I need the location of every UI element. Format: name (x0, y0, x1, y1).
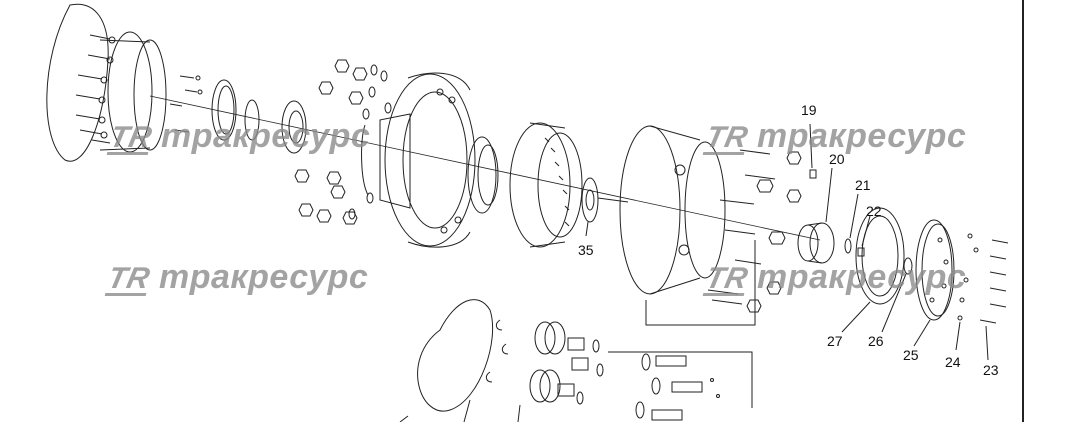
callout-26: 26 (868, 333, 884, 349)
watermark-logo: TR (104, 262, 153, 296)
hub-housing (361, 72, 476, 248)
frame-border (1022, 0, 1024, 422)
callout-22: 22 (866, 203, 882, 219)
callout-35: 35 (578, 242, 594, 258)
cover-plate-25 (913, 219, 955, 347)
watermark-logo: TR (702, 262, 751, 296)
callout-27: 27 (827, 333, 843, 349)
lower-disc (417, 299, 494, 412)
callout-19: 19 (801, 102, 817, 118)
watermark-text: тракресурс (159, 258, 369, 296)
callout-24: 24 (945, 354, 961, 370)
callout-25: 25 (903, 347, 919, 363)
nut-set-1 (294, 59, 368, 225)
seal-rings (211, 79, 307, 154)
ring-gear (509, 122, 583, 248)
lower-pins-plate (399, 319, 753, 422)
screws-24-23 (955, 233, 1009, 361)
watermark-text: тракресурс (757, 117, 967, 155)
watermark-logo: TR (702, 121, 751, 155)
planet-gears (529, 321, 604, 405)
left-bolt-cluster (75, 34, 116, 144)
callout-23: 23 (983, 362, 999, 378)
left-disc-part (46, 3, 167, 162)
watermark-logo: TR (106, 121, 155, 155)
part-21 (844, 193, 859, 254)
gasket-27 (841, 207, 905, 333)
small-pins-left (169, 75, 203, 133)
washer-set-1 (348, 64, 392, 220)
bearing (467, 136, 499, 214)
part-19 (809, 123, 817, 179)
watermark-text: тракресурс (161, 117, 371, 155)
callout-20: 20 (829, 151, 845, 167)
callout-21: 21 (855, 177, 871, 193)
thrust-washer-35 (581, 177, 629, 237)
sun-gear-20 (797, 167, 835, 264)
part-26 (881, 257, 913, 333)
center-axis-line (149, 95, 821, 241)
watermark-text: тракресурс (757, 258, 967, 296)
